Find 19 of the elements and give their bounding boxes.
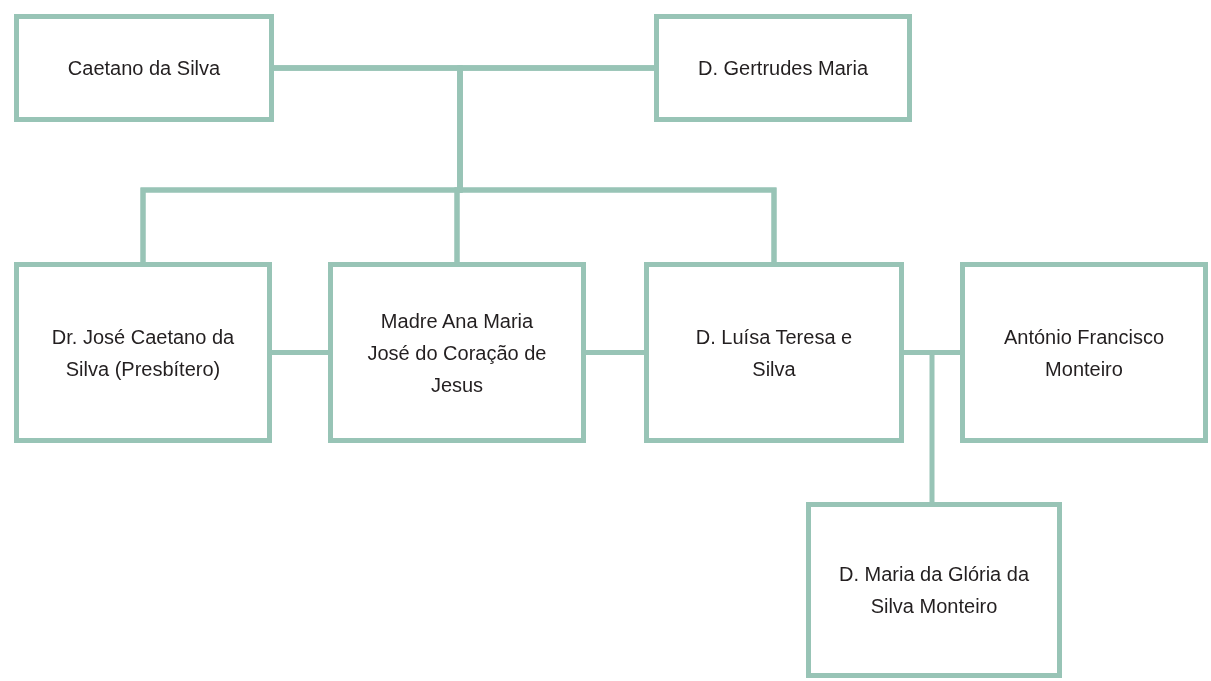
person-name: D. Gertrudes Maria — [697, 56, 869, 81]
connector-line — [457, 65, 777, 262]
connector-line — [904, 350, 960, 355]
person-box — [644, 262, 904, 443]
connector-line — [586, 350, 644, 355]
person-box — [654, 14, 912, 122]
person-box — [806, 502, 1062, 678]
connector-line — [272, 350, 328, 355]
person-box — [14, 262, 272, 443]
person-box — [14, 14, 274, 122]
person-name: Caetano da Silva — [67, 56, 221, 81]
connector-line — [929, 352, 935, 502]
person-box — [328, 262, 586, 443]
person-box — [960, 262, 1208, 443]
person-name: Madre Ana Maria José do Coração de Jesus — [366, 308, 548, 398]
person-name: Dr. José Caetano da Silva (Presbítero) — [50, 324, 236, 382]
person-name: D. Luísa Teresa e Silva — [694, 324, 854, 382]
person-name: António Francisco Monteiro — [1002, 324, 1166, 382]
person-name: D. Maria da Glória da Silva Monteiro — [837, 562, 1031, 619]
